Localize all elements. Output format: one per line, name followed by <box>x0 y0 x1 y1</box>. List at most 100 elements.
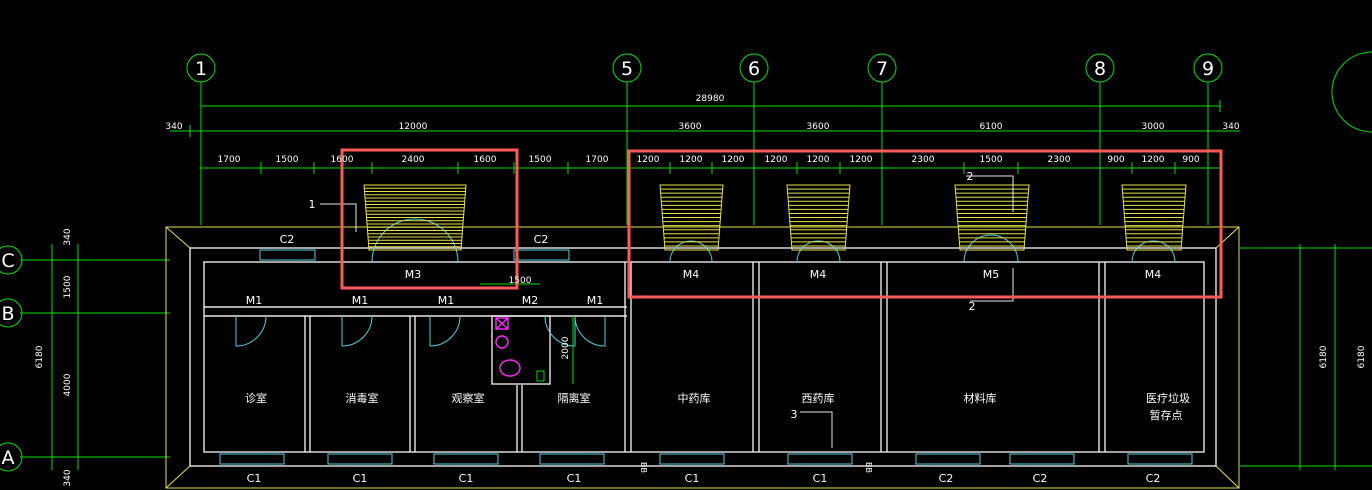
grid-axis-lines <box>20 51 1372 458</box>
small-label-1: BB <box>864 462 873 473</box>
grid-bubble-7 <box>867 53 897 83</box>
window-label-bottom-0: C1 <box>247 472 262 485</box>
dim-t3-13: 2300 <box>912 155 935 165</box>
door-label-4: M1 <box>587 294 604 307</box>
step-block-2 <box>786 184 851 251</box>
callout-1: 1 <box>309 198 316 211</box>
grid-bubble-B <box>0 298 23 328</box>
door-label-1: M1 <box>352 294 369 307</box>
dim-t3-14: 1500 <box>980 155 1003 165</box>
dim-t3-16: 900 <box>1107 155 1124 165</box>
grid-bubble-6 <box>739 53 769 83</box>
grid-label-1: 1 <box>195 58 207 80</box>
window-label-bottom-5: C1 <box>813 472 828 485</box>
door-ext-label-4: M4 <box>1145 268 1162 281</box>
grid-label-5: 5 <box>621 58 633 80</box>
room-label-4: 隔离室 <box>558 391 591 405</box>
room-label-3: 观察室 <box>452 391 485 405</box>
door-ext-label-1: M4 <box>683 268 700 281</box>
dim-overall: 28980 <box>696 94 725 104</box>
dim-t3-6: 1700 <box>586 155 609 165</box>
dim-t3-5: 1500 <box>529 155 552 165</box>
dim-right-0: 6180 <box>1319 345 1329 368</box>
grid-label-8: 8 <box>1094 58 1106 80</box>
grid-bubbles <box>0 53 1223 472</box>
grid-label-C: C <box>1 250 14 272</box>
partial-circle-symbol <box>1331 51 1372 133</box>
dim-t2-0: 340 <box>165 122 182 132</box>
dim-t2-5: 3000 <box>1142 122 1165 132</box>
dim-t3-8: 1200 <box>680 155 703 165</box>
window-label-bottom-3: C1 <box>567 472 582 485</box>
dim-left-0: 340 <box>63 228 73 245</box>
room-label-2: 消毒室 <box>346 391 379 405</box>
doors <box>235 218 1176 347</box>
dim-t2-4: 6100 <box>980 122 1003 132</box>
dim-t2-2: 3600 <box>679 122 702 132</box>
dim-t3-0: 1700 <box>218 155 241 165</box>
room-label-8b: 暂存点 <box>1150 408 1183 422</box>
dim-t3-1: 1500 <box>276 155 299 165</box>
window-label-bottom-6: C2 <box>939 472 954 485</box>
callout-2-bottom: 2 <box>969 300 976 313</box>
step-block-1 <box>659 184 724 251</box>
highlight-box-right <box>627 149 1223 299</box>
window-label-top-1: C2 <box>534 233 549 246</box>
door-label-3: M2 <box>522 294 539 307</box>
dim-t3-18: 900 <box>1182 155 1199 165</box>
step-block-4 <box>1121 184 1187 251</box>
door-ext-label-2: M4 <box>810 268 827 281</box>
dim-left-4: 340 <box>63 469 73 486</box>
building-outline <box>165 226 1240 489</box>
grid-label-A: A <box>2 447 15 469</box>
dim-corridor-note: 1500 <box>509 276 532 286</box>
dim-t3-3: 2400 <box>402 155 425 165</box>
room-label-6: 西药库 <box>802 392 835 405</box>
small-label-0: BB <box>639 462 648 473</box>
room-label-8a: 医疗垃圾 <box>1146 391 1190 405</box>
grid-bubble-C <box>0 245 23 275</box>
room-label-1: 诊室 <box>245 391 267 405</box>
door-label-2: M1 <box>438 294 455 307</box>
dim-t3-11: 1200 <box>807 155 830 165</box>
room-label-5: 中药库 <box>678 392 711 405</box>
windows <box>219 249 1193 465</box>
door-ext-label-3: M5 <box>983 268 1000 281</box>
callout-3: 3 <box>791 408 798 421</box>
grid-label-6: 6 <box>748 58 760 80</box>
dim-t2-1: 12000 <box>399 122 428 132</box>
window-label-bottom-8: C2 <box>1146 472 1161 485</box>
walls <box>189 247 1217 467</box>
grid-bubble-A <box>0 442 23 472</box>
window-label-bottom-1: C1 <box>353 472 368 485</box>
dim-t3-12: 1200 <box>850 155 873 165</box>
toilet-fixtures <box>495 317 545 382</box>
grid-bubble-8 <box>1085 53 1115 83</box>
dim-room-depth: 2000 <box>561 336 571 359</box>
window-label-bottom-7: C2 <box>1033 472 1048 485</box>
exterior-steps <box>363 184 1187 251</box>
room-label-7: 材料库 <box>964 391 997 405</box>
dim-t3-7: 1200 <box>637 155 660 165</box>
step-block-3 <box>954 184 1030 251</box>
dim-t2-3: 3600 <box>807 122 830 132</box>
callout-leaders <box>320 175 1014 448</box>
grid-label-7: 7 <box>876 58 888 80</box>
step-block-0 <box>363 184 467 251</box>
grid-label-B: B <box>1 303 14 325</box>
door-ext-label-0: M3 <box>405 268 422 281</box>
dim-t3-10: 1200 <box>765 155 788 165</box>
dim-right-1: 6180 <box>1357 345 1367 368</box>
window-label-bottom-2: C1 <box>459 472 474 485</box>
dim-left-2: 4000 <box>63 373 73 396</box>
window-label-bottom-4: C1 <box>685 472 700 485</box>
dim-t3-2: 1600 <box>331 155 354 165</box>
highlight-box-left <box>340 148 519 290</box>
dim-left-1: 1500 <box>63 275 73 298</box>
dim-t3-9: 1200 <box>722 155 745 165</box>
dim-t2-6: 340 <box>1222 122 1239 132</box>
dim-t3-4: 1600 <box>474 155 497 165</box>
grid-label-9: 9 <box>1202 58 1214 80</box>
dim-t3-15: 2300 <box>1048 155 1071 165</box>
